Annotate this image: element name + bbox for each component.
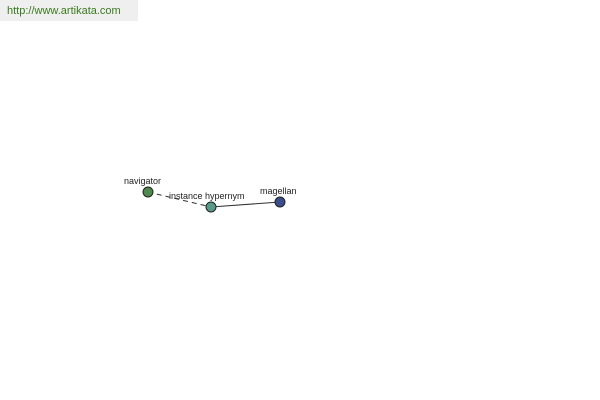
node-label-navigator: navigator [124,176,161,186]
edge-navigator-hypernym [147,191,212,208]
edge-label-instance-hypernym: instance hypernym [169,191,245,201]
node-hypernym-center[interactable] [205,201,217,213]
site-url-link[interactable]: http://www.artikata.com [0,0,138,21]
node-navigator[interactable] [142,186,154,198]
node-magellan[interactable] [274,196,286,208]
node-label-magellan: magellan [260,186,297,196]
edge-hypernym-magellan [210,201,281,208]
